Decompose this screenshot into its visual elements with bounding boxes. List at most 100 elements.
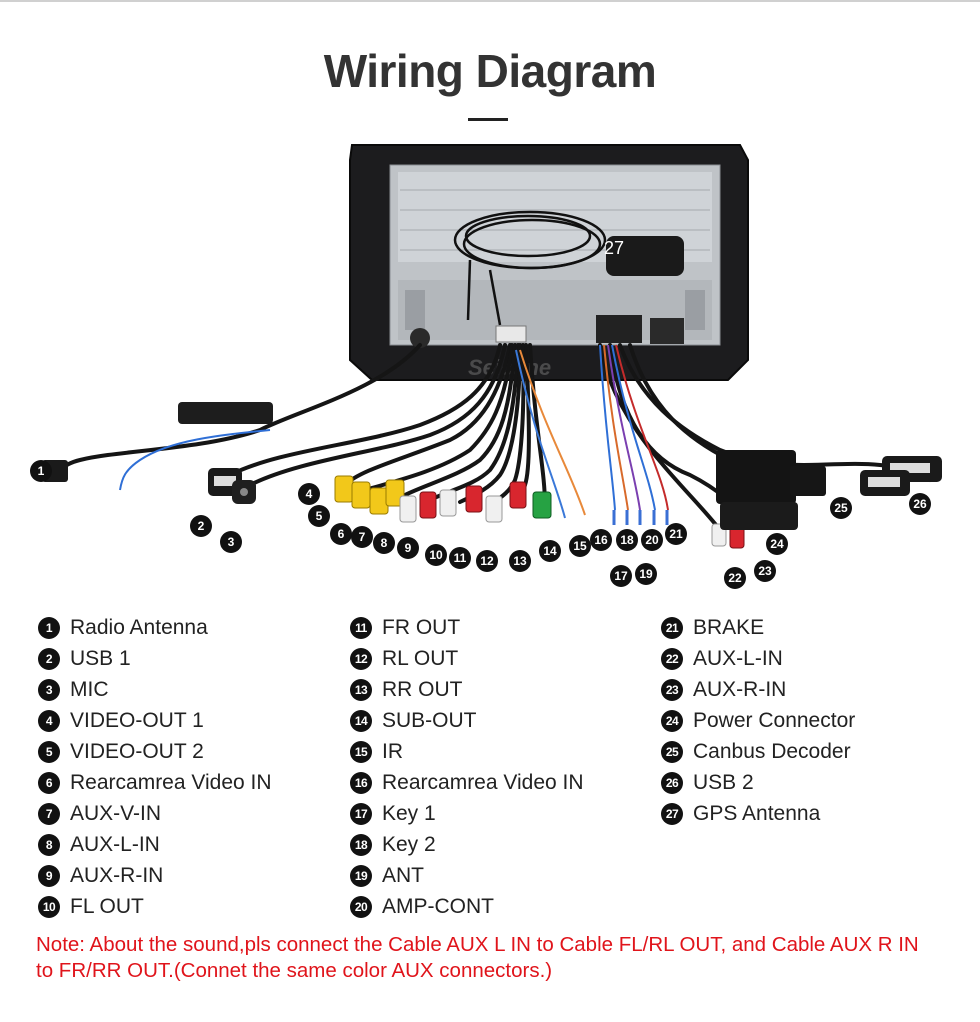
legend-label: Key 2: [382, 832, 436, 856]
sound-connection-note: Note: About the sound,pls connect the Ca…: [36, 933, 919, 982]
legend-number-badge: 8: [38, 833, 60, 856]
callout-11: 11: [449, 547, 471, 569]
legend-label: SUB-OUT: [382, 708, 477, 732]
legend-number-badge: 23: [661, 678, 683, 701]
callout-3: 3: [220, 531, 242, 553]
legend-label: MIC: [70, 677, 109, 701]
legend-number-badge: 5: [38, 740, 60, 763]
svg-text:14: 14: [543, 544, 557, 558]
svg-text:16: 16: [594, 533, 608, 547]
svg-text:5: 5: [316, 509, 323, 523]
legend-label: GPS Antenna: [693, 801, 821, 825]
callout-20: 20: [641, 529, 663, 551]
legend-number-badge: 7: [38, 802, 60, 825]
legend-number-badge: 12: [350, 647, 372, 670]
legend-label: VIDEO-OUT 1: [70, 708, 204, 732]
callout-8: 8: [373, 532, 395, 554]
svg-text:25: 25: [834, 501, 848, 515]
callout-23: 23: [754, 560, 776, 582]
legend-number-badge: 11: [350, 616, 372, 639]
head-unit: Seicane: [349, 144, 749, 381]
svg-text:7: 7: [359, 530, 366, 544]
svg-text:20: 20: [645, 533, 659, 547]
svg-text:22: 22: [728, 571, 742, 585]
callout-14: 14: [539, 540, 561, 562]
legend-number-badge: 13: [350, 678, 372, 701]
title-underline: [468, 118, 508, 121]
legend-number-badge: 20: [350, 895, 372, 918]
callout-9: 9: [397, 537, 419, 559]
callout-19: 19: [635, 563, 657, 585]
wiring-diagram-photo: Seicane 27: [30, 144, 942, 589]
gps-callout-label: 27: [604, 238, 624, 258]
legend-item-9: 9 AUX-R-IN: [38, 860, 272, 891]
rca-connectors: [334, 475, 745, 549]
legend-label: Power Connector: [693, 708, 856, 732]
legend-item-1: 1 Radio Antenna: [38, 612, 272, 643]
legend-number-badge: 18: [350, 833, 372, 856]
callout-21: 21: [665, 523, 687, 545]
legend-label: AUX-L-IN: [70, 832, 160, 856]
gps-receiver-block: [606, 236, 684, 276]
svg-text:11: 11: [454, 551, 467, 565]
legend-label: Radio Antenna: [70, 615, 208, 639]
legend-label: IR: [382, 739, 403, 763]
callout-24: 24: [766, 533, 788, 555]
legend-item-18: 18 Key 2: [350, 829, 584, 860]
legend-label: Rearcamrea Video IN: [382, 770, 584, 794]
svg-text:23: 23: [758, 564, 772, 578]
svg-text:3: 3: [228, 535, 235, 549]
callout-5: 5: [308, 505, 330, 527]
legend-label: RR OUT: [382, 677, 463, 701]
legend-item-24: 24 Power Connector: [661, 705, 855, 736]
callout-6: 6: [330, 523, 352, 545]
legend-item-16: 16 Rearcamrea Video IN: [350, 767, 584, 798]
svg-text:15: 15: [573, 539, 587, 553]
legend-label: USB 2: [693, 770, 754, 794]
legend-label: FL OUT: [70, 894, 144, 918]
svg-text:9: 9: [405, 541, 412, 555]
legend-label: AUX-L-IN: [693, 646, 783, 670]
svg-text:12: 12: [480, 554, 494, 568]
legend-label: AUX-V-IN: [70, 801, 162, 825]
callout-17: 17: [610, 565, 632, 587]
legend-number-badge: 9: [38, 864, 60, 887]
legend-number-badge: 14: [350, 709, 372, 732]
svg-text:24: 24: [770, 537, 784, 551]
legend-item-20: 20 AMP-CONT: [350, 891, 584, 922]
callout-22: 22: [724, 567, 746, 589]
callout-12: 12: [476, 550, 498, 572]
callout-16: 16: [590, 529, 612, 551]
legend-number-badge: 16: [350, 771, 372, 794]
svg-text:17: 17: [614, 569, 628, 583]
page-title: Wiring Diagram: [323, 45, 657, 97]
callout-13: 13: [509, 550, 531, 572]
pin-wire-ends: [612, 510, 669, 525]
legend-number-badge: 21: [661, 616, 683, 639]
legend-label: AMP-CONT: [382, 894, 494, 918]
legend-number-badge: 25: [661, 740, 683, 763]
gps-antenna: [453, 210, 607, 326]
legend-number-badge: 4: [38, 709, 60, 732]
svg-text:26: 26: [913, 497, 927, 511]
legend-number-badge: 17: [350, 802, 372, 825]
callout-25: 25: [830, 497, 852, 519]
top-divider: [0, 0, 980, 2]
legend-number-badge: 24: [661, 709, 683, 732]
legend-number-badge: 1: [38, 616, 60, 639]
legend-label: AUX-R-IN: [70, 863, 164, 887]
callout-18: 18: [616, 529, 638, 551]
legend-item-4: 4 VIDEO-OUT 1: [38, 705, 272, 736]
callout-10: 10: [425, 544, 447, 566]
